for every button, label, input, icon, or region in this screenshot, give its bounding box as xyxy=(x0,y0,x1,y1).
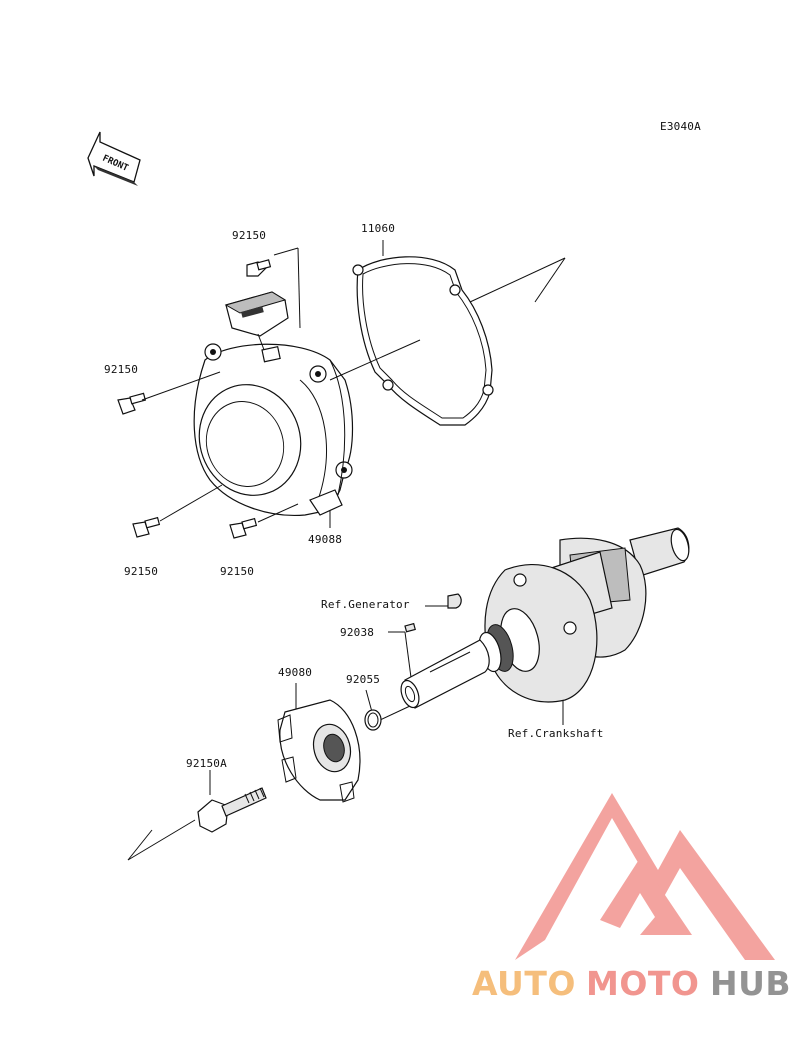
label-92150-bottom-mid: 92150 xyxy=(220,565,254,578)
recoil-starter-cover xyxy=(193,291,354,517)
leader-lines xyxy=(127,240,566,861)
bolt-icon xyxy=(246,259,272,277)
label-ref-generator: Ref.Generator xyxy=(321,598,410,611)
label-11060: 11060 xyxy=(361,222,395,235)
starter-pulley xyxy=(277,699,361,803)
bolt-icon xyxy=(132,516,161,538)
woodruff-key-icon xyxy=(447,593,462,609)
logo-word-hub: HUB xyxy=(710,964,791,1003)
crankshaft xyxy=(400,527,690,709)
key-icon xyxy=(404,622,416,633)
front-arrow-icon: FRONT xyxy=(87,131,141,186)
gasket xyxy=(352,256,494,426)
diagram-code: E3040A xyxy=(660,120,701,133)
label-92150-left: 92150 xyxy=(104,363,138,376)
o-ring-icon xyxy=(364,709,382,731)
bolt-icon xyxy=(117,392,147,415)
label-49080: 49080 xyxy=(278,666,312,679)
label-92150A: 92150A xyxy=(186,757,227,770)
label-92150-bottom-left: 92150 xyxy=(124,565,158,578)
label-49088: 49088 xyxy=(308,533,342,546)
label-92038: 92038 xyxy=(340,626,374,639)
label-92150-top: 92150 xyxy=(232,229,266,242)
logo-word-auto: AUTO xyxy=(472,964,576,1003)
logo-word-moto: MOTO xyxy=(586,964,699,1003)
automotohub-logo: AUTO MOTO HUB xyxy=(472,793,791,1003)
bolt-icon xyxy=(229,517,258,539)
label-92055: 92055 xyxy=(346,673,380,686)
flange-bolt-icon xyxy=(197,787,267,833)
label-ref-crankshaft: Ref.Crankshaft xyxy=(508,727,604,740)
